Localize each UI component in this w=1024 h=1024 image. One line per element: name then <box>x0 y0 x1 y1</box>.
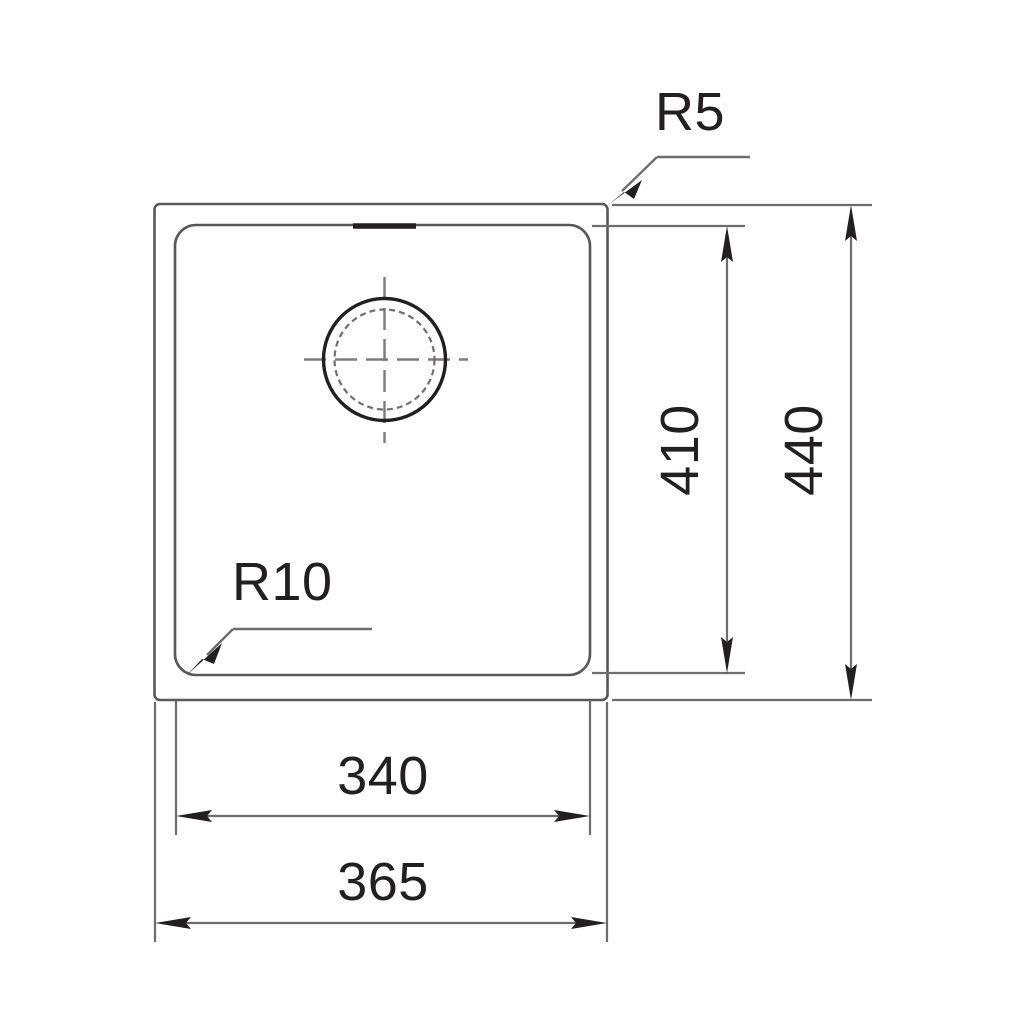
dim-340-arrow-left <box>176 810 212 822</box>
dimension-340-label: 340 <box>337 746 429 806</box>
inner-bowl-outline <box>173 223 592 677</box>
r10-arrow-head <box>187 643 222 675</box>
radius-r10-label: R10 <box>232 552 333 612</box>
dim-440-arrow-bottom <box>845 664 857 700</box>
dimension-410-vertical <box>592 224 745 675</box>
dim-440-arrow-top <box>845 205 857 241</box>
r5-arrow-head <box>608 180 642 205</box>
dim-410-arrow-top <box>721 226 733 262</box>
dimension-340-horizontal <box>174 700 592 835</box>
dim-365-arrow-left <box>155 917 191 929</box>
dim-340-arrow-right <box>554 810 590 822</box>
radius-r10-leader <box>187 627 372 675</box>
dimension-440-vertical <box>612 203 872 702</box>
drain-hole <box>304 277 468 443</box>
dim-410-arrow-bottom <box>721 637 733 673</box>
drain-outer-circle <box>321 296 448 423</box>
outer-body-outline <box>153 202 609 702</box>
drain-inner-circle <box>333 308 436 411</box>
dimension-440-label: 440 <box>774 404 834 496</box>
dim-365-arrow-right <box>571 917 607 929</box>
dimension-365-label: 365 <box>337 852 429 912</box>
dimension-410-label: 410 <box>650 404 710 496</box>
radius-r5-label: R5 <box>655 82 725 142</box>
dimension-365-horizontal <box>153 702 609 942</box>
radius-r5-leader <box>608 155 750 205</box>
